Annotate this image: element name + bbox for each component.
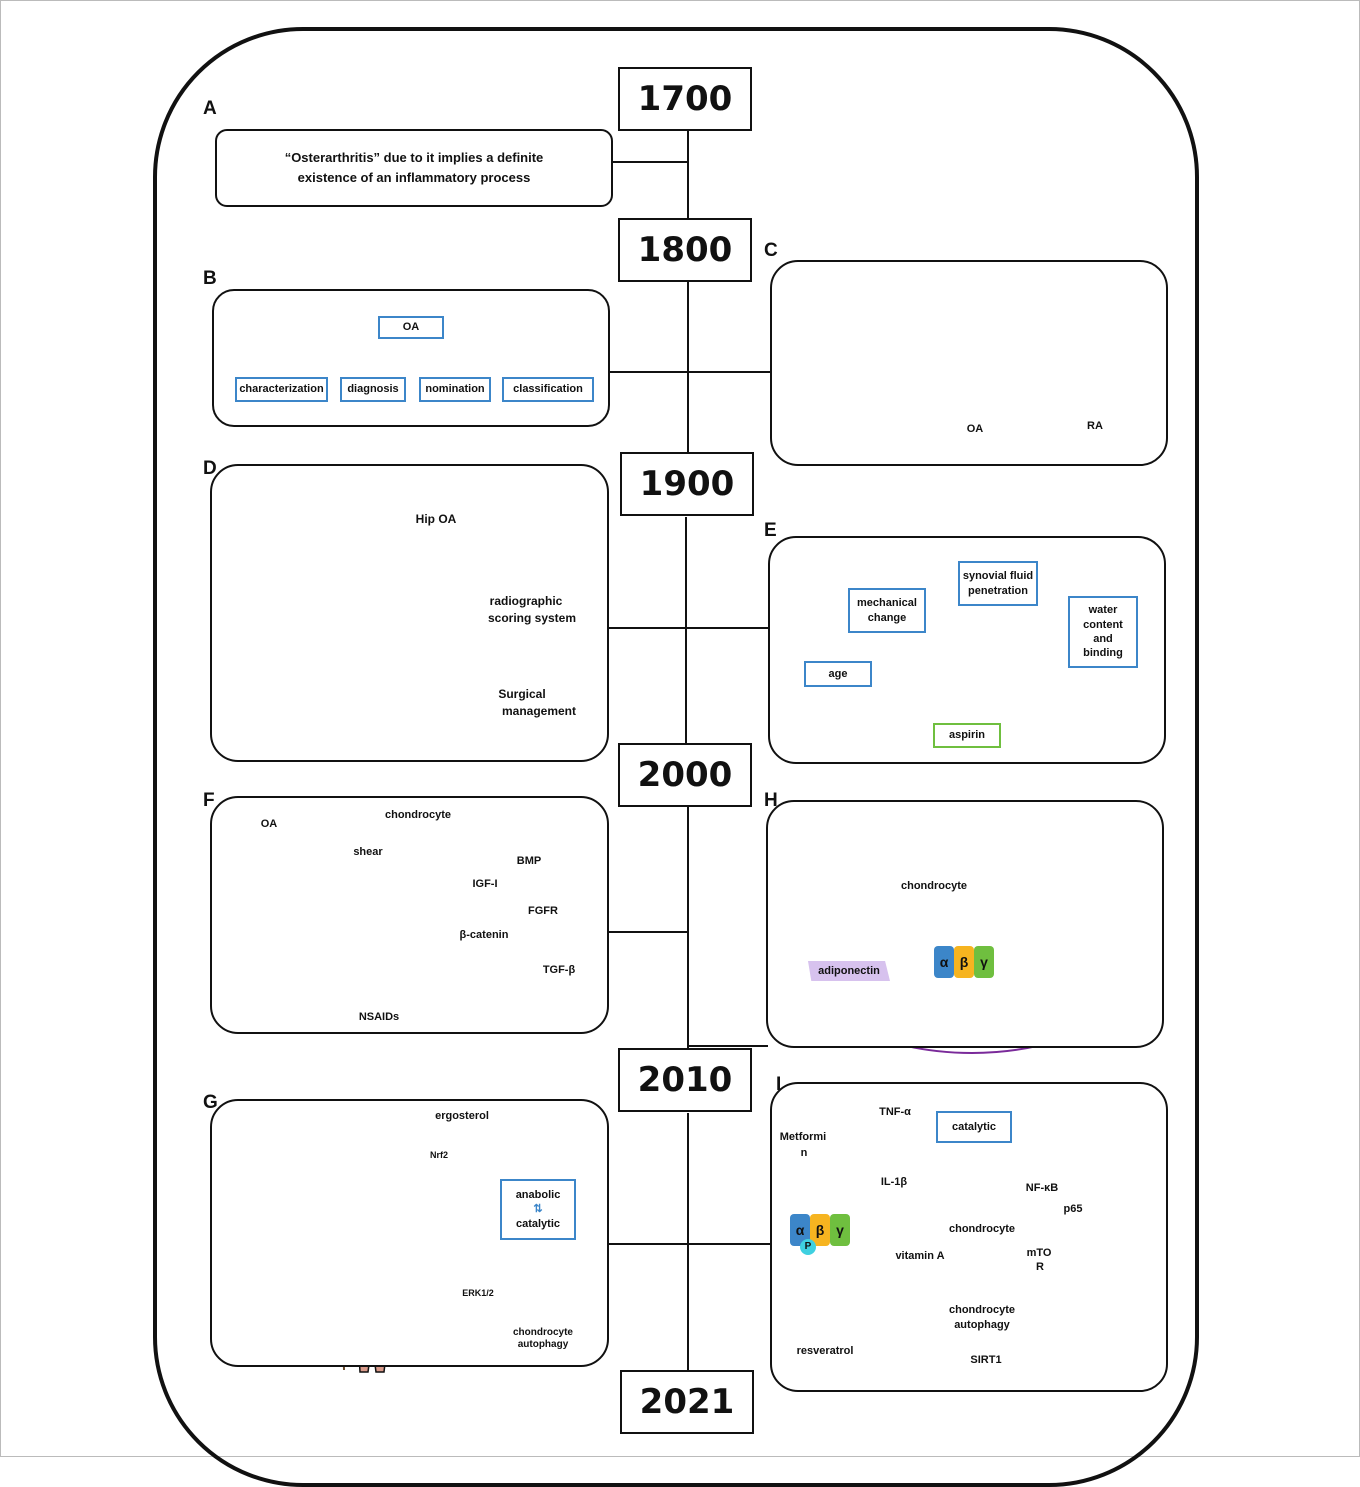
- panel-a-text-line2: existence of an inflammatory process: [297, 170, 531, 185]
- water-line4: binding: [1083, 647, 1123, 660]
- autophagy-label-g-line2: autophagy: [517, 1339, 569, 1350]
- ergosterol-label: ergosterol: [435, 1110, 489, 1122]
- year-2021: 2021: [620, 1370, 754, 1434]
- nsaids-label: NSAIDs: [358, 1011, 400, 1023]
- synovial-fluid-box: synovial fluid penetration: [958, 561, 1038, 606]
- panel-h: [766, 800, 1164, 1048]
- panel-d: [210, 464, 609, 762]
- nfkb-label: NF-κB: [1025, 1182, 1059, 1194]
- catalytic-label-g: catalytic: [515, 1217, 561, 1230]
- water-line1: water: [1088, 604, 1118, 617]
- surgical-label-line1: Surgical: [498, 687, 546, 701]
- hip-oa-label: Hip OA: [415, 512, 457, 526]
- mtor-label-line2: R: [1036, 1261, 1044, 1273]
- classification-box: classification: [502, 377, 594, 402]
- panel-label-f: F: [203, 790, 215, 811]
- oa-hand-label: OA: [966, 423, 984, 435]
- metformin-label-line2: n: [800, 1147, 808, 1159]
- vitamin-a-label: vitamin A: [895, 1250, 945, 1262]
- phospho-badge: P: [800, 1239, 816, 1255]
- mechanical-line1: mechanical: [857, 597, 917, 610]
- catalytic-box-i: catalytic: [936, 1111, 1012, 1143]
- year-1800: 1800: [618, 218, 752, 282]
- bmp-label: BMP: [516, 855, 542, 867]
- year-1900: 1900: [620, 452, 754, 516]
- beta-subunit-h: β: [954, 946, 974, 978]
- igf-label: IGF-I: [472, 878, 498, 890]
- year-2000: 2000: [618, 743, 752, 807]
- gamma-subunit-i: γ: [830, 1214, 850, 1246]
- anabolic-label: anabolic: [515, 1189, 561, 1202]
- chondrocyte-label-i: chondrocyte: [948, 1223, 1015, 1235]
- water-line2: content: [1083, 618, 1123, 631]
- diagnosis-box: diagnosis: [340, 377, 406, 402]
- catenin-label: β-catenin: [459, 929, 509, 941]
- shear-label: shear: [353, 846, 383, 858]
- mechanical-line2: change: [867, 611, 907, 624]
- characterization-box: characterization: [235, 377, 328, 402]
- panel-label-h: H: [764, 790, 778, 811]
- sirt1-label: SIRT1: [970, 1354, 1002, 1366]
- synovial-line2: penetration: [968, 584, 1028, 597]
- p65-label: p65: [1063, 1203, 1083, 1215]
- adiponectin-label: adiponectin: [808, 961, 890, 981]
- autophagy-label-i-line2: autophagy: [954, 1319, 1010, 1331]
- panel-label-b: B: [203, 268, 217, 289]
- oa-root-box: OA: [378, 316, 444, 339]
- panel-label-c: C: [764, 240, 778, 261]
- mtor-label-line1: mTO: [1026, 1247, 1052, 1259]
- alpha-subunit-i: α: [790, 1214, 810, 1246]
- anabolic-catalytic-box: anabolic ⇅ catalytic: [500, 1179, 576, 1240]
- panel-label-g: G: [203, 1092, 218, 1113]
- panel-b: [212, 289, 610, 427]
- ra-hand-label: RA: [1087, 420, 1103, 432]
- year-1700: 1700: [618, 67, 752, 131]
- autophagy-label-g-line1: chondrocyte: [512, 1327, 573, 1338]
- oa-label-f: OA: [260, 818, 278, 830]
- resveratrol-label: resveratrol: [796, 1345, 854, 1357]
- panel-a: [215, 129, 613, 207]
- metformin-label-line1: Metformi: [779, 1131, 827, 1143]
- exchange-arrows-icon: ⇅: [533, 1203, 543, 1216]
- alpha-subunit-h: α: [934, 946, 954, 978]
- aspirin-box: aspirin: [933, 723, 1001, 748]
- panel-a-text-line1: “Osterarthritis” due to it implies a def…: [284, 150, 544, 165]
- panel-c: [770, 260, 1168, 466]
- panel-label-i: I: [776, 1074, 782, 1095]
- erk-label: ERK1/2: [462, 1288, 494, 1298]
- panel-label-a: A: [203, 98, 217, 119]
- gamma-subunit-h: γ: [974, 946, 994, 978]
- year-2010: 2010: [618, 1048, 752, 1112]
- radiographic-label-line2: scoring system: [487, 611, 577, 625]
- radiographic-label-line1: radiographic: [489, 594, 563, 608]
- panel-label-e: E: [764, 520, 777, 541]
- nomination-box: nomination: [419, 377, 491, 402]
- beta-subunit-i: β: [810, 1214, 830, 1246]
- il1b-label: IL-1β: [880, 1176, 908, 1188]
- water-line3: and: [1093, 633, 1113, 645]
- surgical-label-line2: management: [501, 704, 577, 718]
- autophagy-label-i-line1: chondrocyte: [948, 1304, 1015, 1316]
- tgf-label: TGF-β: [542, 964, 576, 976]
- chondrocyte-label-f: chondrocyte: [384, 809, 451, 821]
- panel-f: [210, 796, 609, 1034]
- water-content-box: water content and binding: [1068, 596, 1138, 668]
- tnf-label: TNF-α: [879, 1106, 911, 1118]
- synovial-line1: synovial fluid: [962, 570, 1034, 583]
- fgfr-label: FGFR: [528, 905, 558, 917]
- nrf2-label: Nrf2: [429, 1150, 448, 1160]
- mechanical-change-box: mechanical change: [848, 588, 926, 633]
- panel-label-d: D: [203, 458, 217, 479]
- age-box: age: [804, 661, 872, 687]
- chondrocyte-label-h: chondrocyte: [900, 880, 967, 892]
